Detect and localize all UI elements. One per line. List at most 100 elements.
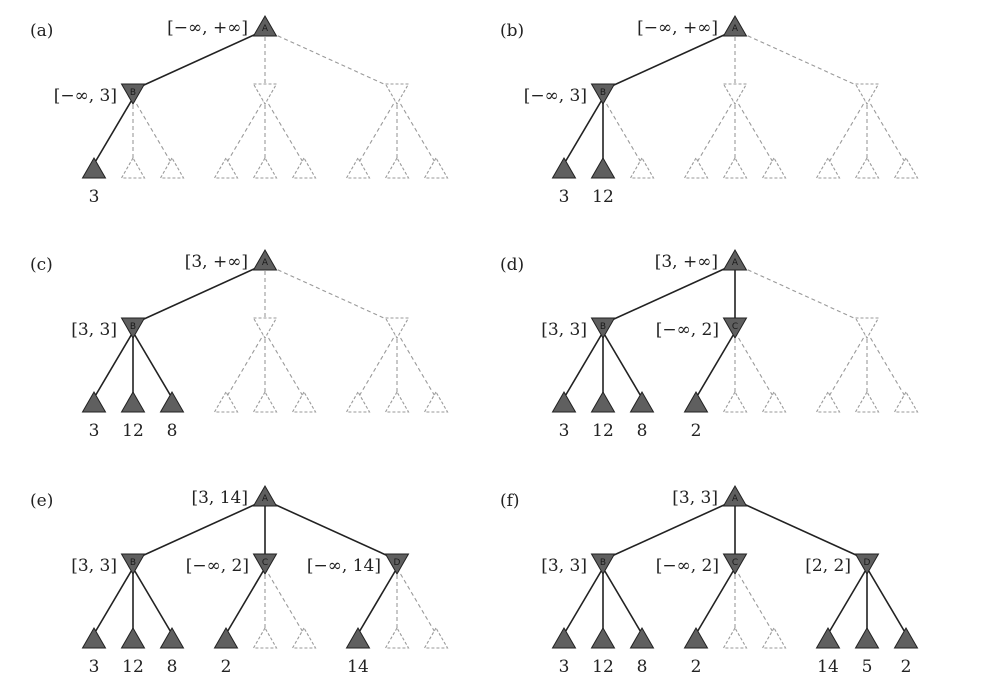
node-letter: A [732,494,739,504]
edge-min-to-leaf [225,97,266,165]
min-node [854,83,880,106]
leaf-node [590,156,616,179]
leaf-node [291,390,317,413]
leaf-node [120,156,146,179]
edge-min-to-leaf [357,331,398,399]
edge-root-to-min [602,263,736,325]
leaf-value-label: 2 [691,657,702,677]
node-letter: B [600,322,606,332]
edge-min-to-leaf [602,567,643,635]
node-letter: D [394,558,401,568]
panel-label: (a) [30,21,53,41]
root-interval-label: [3, +∞] [655,252,718,272]
panel-label: (f) [500,491,520,511]
leaf-value-label: 3 [89,187,100,207]
node-letter: B [600,558,606,568]
edge-min-to-leaf [563,567,604,635]
max-node-root [252,14,278,37]
panel-label: (b) [500,21,524,41]
node-letter: A [262,24,269,34]
leaf-node [252,626,278,649]
leaf-value-label: 2 [221,657,232,677]
min-node [120,553,146,576]
leaf-node [629,390,655,413]
leaf-value-label: 8 [167,657,178,677]
node-letter: B [130,88,136,98]
leaf-node [893,156,919,179]
min-interval-label: [2, 2] [805,556,851,576]
leaf-value-label: 3 [89,421,100,441]
leaf-node [761,390,787,413]
edge-root-to-min [264,29,398,91]
edge-root-to-min [602,29,736,91]
edge-min-to-leaf [264,331,305,399]
leaf-node [81,390,107,413]
edge-min-to-leaf [396,567,437,635]
edge-min-to-leaf [132,567,173,635]
node-letter: B [130,322,136,332]
leaf-value-label: 3 [559,187,570,207]
node-letter: B [600,88,606,98]
edge-min-to-leaf [827,331,868,399]
leaf-node [551,390,577,413]
max-node-root [722,14,748,37]
min-node [722,83,748,106]
leaf-value-label: 5 [862,657,873,677]
leaf-node [423,156,449,179]
leaf-value-label: 12 [592,421,614,441]
leaf-node [252,156,278,179]
leaf-node [815,390,841,413]
leaf-value-label: 3 [89,657,100,677]
leaf-value-label: 3 [559,657,570,677]
leaf-value-label: 14 [817,657,839,677]
panel-label: (e) [30,491,53,511]
leaf-node [345,156,371,179]
edge-root-to-min [602,499,736,561]
edge-root-to-min [132,29,266,91]
leaf-value-label: 14 [347,657,369,677]
min-node [120,83,146,106]
edge-min-to-leaf [695,97,736,165]
edge-min-to-leaf [734,567,775,635]
edge-min-to-leaf [396,97,437,165]
leaf-node [213,390,239,413]
edge-min-to-leaf [132,331,173,399]
node-letter: A [732,258,739,268]
edge-min-to-leaf [93,97,134,165]
leaf-node [551,156,577,179]
root-interval-label: [−∞, +∞] [167,18,248,38]
edge-min-to-leaf [225,331,266,399]
node-letter: D [864,558,871,568]
edge-min-to-leaf [563,331,604,399]
leaf-value-label: 2 [901,657,912,677]
edge-min-to-leaf [827,567,868,635]
edge-min-to-leaf [866,567,907,635]
leaf-node [159,390,185,413]
min-interval-label: [−∞, 2] [656,320,719,340]
edge-min-to-leaf [734,97,775,165]
edge-root-to-min [264,499,398,561]
node-letter: C [732,558,738,568]
leaf-node [81,626,107,649]
edge-min-to-leaf [357,97,398,165]
tree-panel-a: (a)A[−∞, +∞]B[−∞, 3]3 [30,14,449,207]
leaf-node [722,626,748,649]
node-letter: A [262,494,269,504]
leaf-value-label: 3 [559,421,570,441]
min-node [252,83,278,106]
leaf-value-label: 12 [122,421,144,441]
min-node [590,553,616,576]
root-interval-label: [−∞, +∞] [637,18,718,38]
leaf-node [683,626,709,649]
min-node [120,317,146,340]
leaf-node [590,626,616,649]
leaf-node [423,390,449,413]
min-interval-label: [3, 3] [541,556,587,576]
node-letter: C [262,558,268,568]
leaf-value-label: 2 [691,421,702,441]
leaf-node [761,626,787,649]
